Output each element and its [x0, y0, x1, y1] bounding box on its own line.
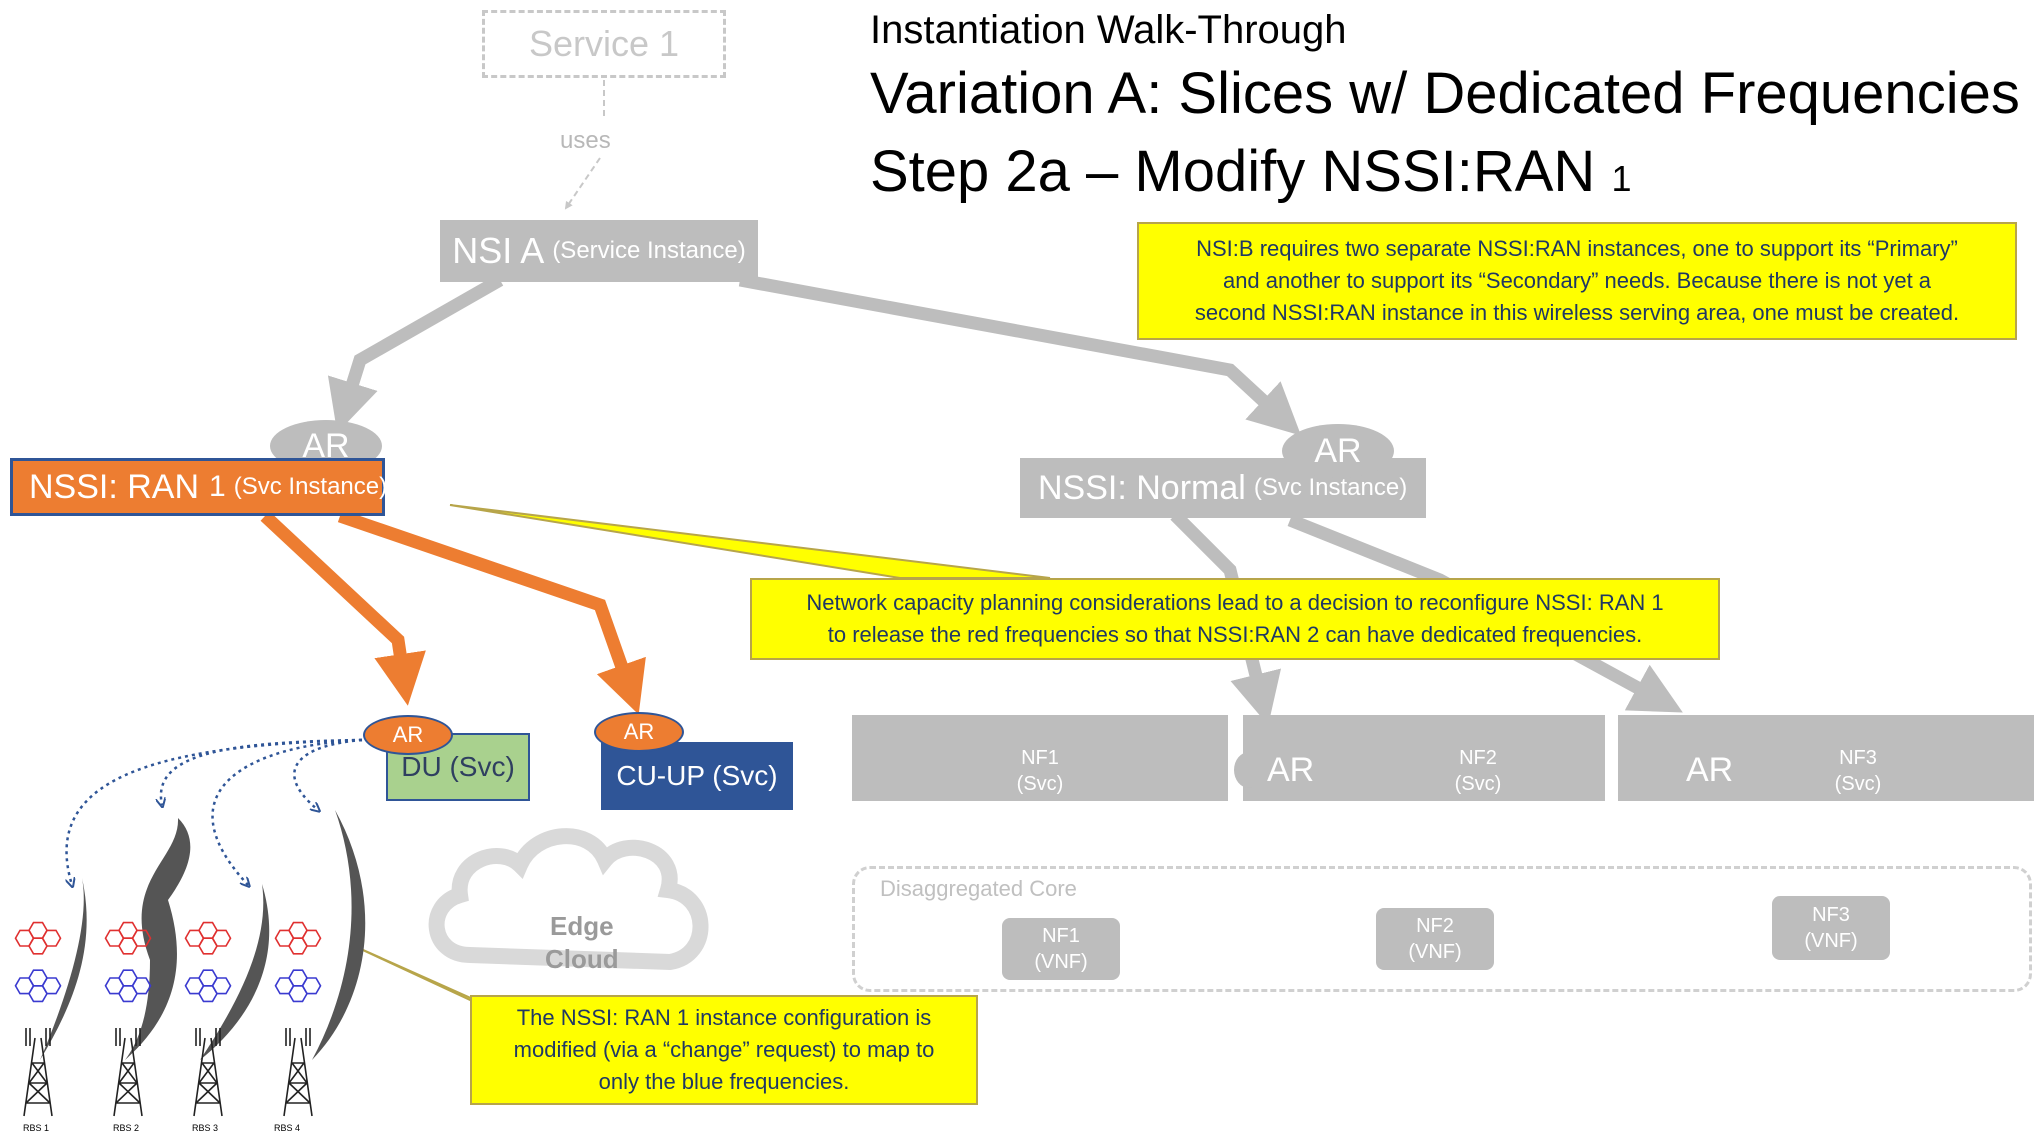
- rbs-1-tower-icon: [23, 1028, 53, 1117]
- du-to-rbs4-link: [293, 738, 363, 810]
- edge-cloud-line: Edge: [550, 911, 614, 941]
- nssi-ran-type: (Svc Instance): [233, 473, 388, 500]
- step-title-text: Step 2a – Modify NSSI:RAN: [870, 139, 1596, 204]
- capacity-callout-pointer: [449, 504, 1051, 579]
- nsib-callout-line: NSI:B requires two separate NSSI:RAN ins…: [1196, 236, 1958, 262]
- nf3-name: NF3: [1839, 747, 1877, 769]
- rbs-1-label: RBS 1: [23, 1123, 50, 1133]
- rbs-4-label: RBS 4: [274, 1123, 301, 1133]
- nssi-ran-name: NSSI: RAN: [29, 467, 200, 506]
- uses-label: uses: [560, 127, 611, 154]
- edge-cloud-line: Cloud: [545, 943, 619, 974]
- modify-callout: The NSSI: RAN 1 instance configuration i…: [470, 995, 978, 1105]
- rbs1-beam: [40, 878, 87, 1060]
- ran-to-du-arrow: [260, 511, 426, 706]
- capacity-callout-line: to release the red frequencies so that N…: [827, 622, 1643, 647]
- nssi-ran-1-node[interactable]: NSSI: RAN 1 (Svc Instance): [10, 458, 388, 516]
- du-to-rbs3-link: [211, 738, 363, 885]
- nsi-to-normal-arrow: [738, 273, 1302, 436]
- uses-connector: [566, 80, 605, 208]
- nf2-ar-bump: [1234, 752, 1264, 788]
- nf1-vnf-node[interactable]: NF1 (VNF): [1002, 918, 1120, 980]
- nsib-callout-line: and another to support its “Secondary” n…: [1222, 268, 1932, 294]
- du-to-rbs1-link: [67, 738, 363, 885]
- rbs-3-red-cell: [198, 937, 218, 955]
- nf3-vnf-name: NF3: [1812, 904, 1850, 926]
- rbs-3-label: RBS 3: [192, 1123, 219, 1133]
- walkthrough-subtitle: Instantiation Walk-Through: [870, 8, 1347, 52]
- rbs-4-tower-icon: [283, 1028, 313, 1117]
- nf3-vnf-kind: (VNF): [1804, 930, 1858, 952]
- capacity-callout: Network capacity planning considerations…: [750, 578, 1720, 660]
- disaggregated-core-group: [852, 866, 2032, 992]
- rbs-1-blue-cell: [28, 984, 48, 1003]
- nsi-a-node[interactable]: NSI A (Service Instance): [440, 220, 758, 282]
- nssi-normal-type: (Svc Instance): [1253, 474, 1408, 501]
- nf1-name: NF1: [1021, 747, 1059, 769]
- nf1-vnf-name: NF1: [1042, 925, 1080, 947]
- nf1-vnf-kind: (VNF): [1034, 951, 1088, 973]
- nf2-ar-label: AR: [1267, 751, 1315, 789]
- service-1-node[interactable]: Service 1: [482, 10, 726, 78]
- nf2-vnf-name: NF2: [1416, 915, 1454, 937]
- rbs-2-red-cell: [118, 937, 138, 955]
- rbs-4-red-cell: [288, 937, 308, 955]
- nf2-kind: (Svc): [1454, 773, 1502, 795]
- nf1-kind: (Svc): [1016, 773, 1064, 795]
- nf3-ar-label: AR: [1686, 751, 1734, 789]
- du-ar-oval[interactable]: AR: [363, 715, 453, 755]
- rbs-3-tower-icon: [193, 1028, 223, 1117]
- rbs-2-tower-icon: [113, 1028, 143, 1117]
- rbs3-beam: [200, 884, 270, 1060]
- rbs-1-red-cell: [28, 937, 48, 955]
- nssi-normal-name: NSSI: Normal: [1038, 468, 1246, 507]
- modify-callout-line: The NSSI: RAN 1 instance configuration i…: [516, 1005, 932, 1031]
- modify-callout-line: modified (via a “change” request) to map…: [513, 1037, 935, 1063]
- disaggregated-core-label: Disaggregated Core: [880, 876, 1077, 901]
- nsi-to-ran-arrow: [327, 274, 504, 433]
- rbs-2-label: RBS 2: [113, 1123, 140, 1133]
- edge-cloud-shape: [428, 828, 709, 971]
- rbs-2-blue-cell: [118, 984, 138, 1003]
- nsi-a-name: NSI A: [452, 230, 545, 271]
- rbs-3-blue-cell: [198, 984, 218, 1003]
- nsib-callout-line: second NSSI:RAN instance in this wireles…: [1194, 299, 1960, 325]
- cuup-ar-oval[interactable]: AR: [594, 712, 684, 752]
- nf3-kind: (Svc): [1834, 773, 1882, 795]
- step-title-suffix: 1: [1611, 158, 1632, 199]
- ran-to-cuup-arrow: [337, 509, 646, 715]
- nf2-vnf-kind: (VNF): [1408, 941, 1462, 963]
- nf3-svc-node[interactable]: AR NF3 (Svc): [1618, 715, 2034, 801]
- nf2-vnf-node[interactable]: NF2 (VNF): [1376, 908, 1494, 970]
- capacity-callout-line: Network capacity planning considerations…: [806, 590, 1664, 616]
- nf2-name: NF2: [1459, 747, 1497, 769]
- rbs-4-blue-cell: [288, 984, 308, 1003]
- nf1-svc-node[interactable]: NF1 (Svc): [852, 715, 1228, 801]
- normal-ar-oval[interactable]: AR: [1282, 424, 1394, 478]
- step-title: Step 2a – Modify NSSI:RAN 1: [870, 140, 1631, 204]
- nsib-callout: NSI:B requires two separate NSSI:RAN ins…: [1137, 222, 2017, 340]
- page-title: Variation A: Slices w/ Dedicated Frequen…: [870, 61, 2020, 126]
- rbs4-beam: [312, 810, 366, 1060]
- nf2-svc-node[interactable]: AR NF2 (Svc): [1243, 715, 1605, 801]
- rbs2-beam: [125, 818, 191, 1060]
- edge-cloud-label: Edge Cloud: [545, 910, 619, 975]
- du-to-rbs2-link: [161, 738, 363, 805]
- nssi-normal-node[interactable]: NSSI: Normal (Svc Instance): [1020, 458, 1426, 518]
- cuup-node[interactable]: CU-UP (Svc): [601, 742, 793, 810]
- nf3-vnf-node[interactable]: NF3 (VNF): [1772, 896, 1890, 960]
- modify-callout-line: only the blue frequencies.: [598, 1068, 850, 1094]
- nsi-a-type: (Service Instance): [552, 237, 746, 264]
- nssi-ran-index: 1: [209, 470, 226, 503]
